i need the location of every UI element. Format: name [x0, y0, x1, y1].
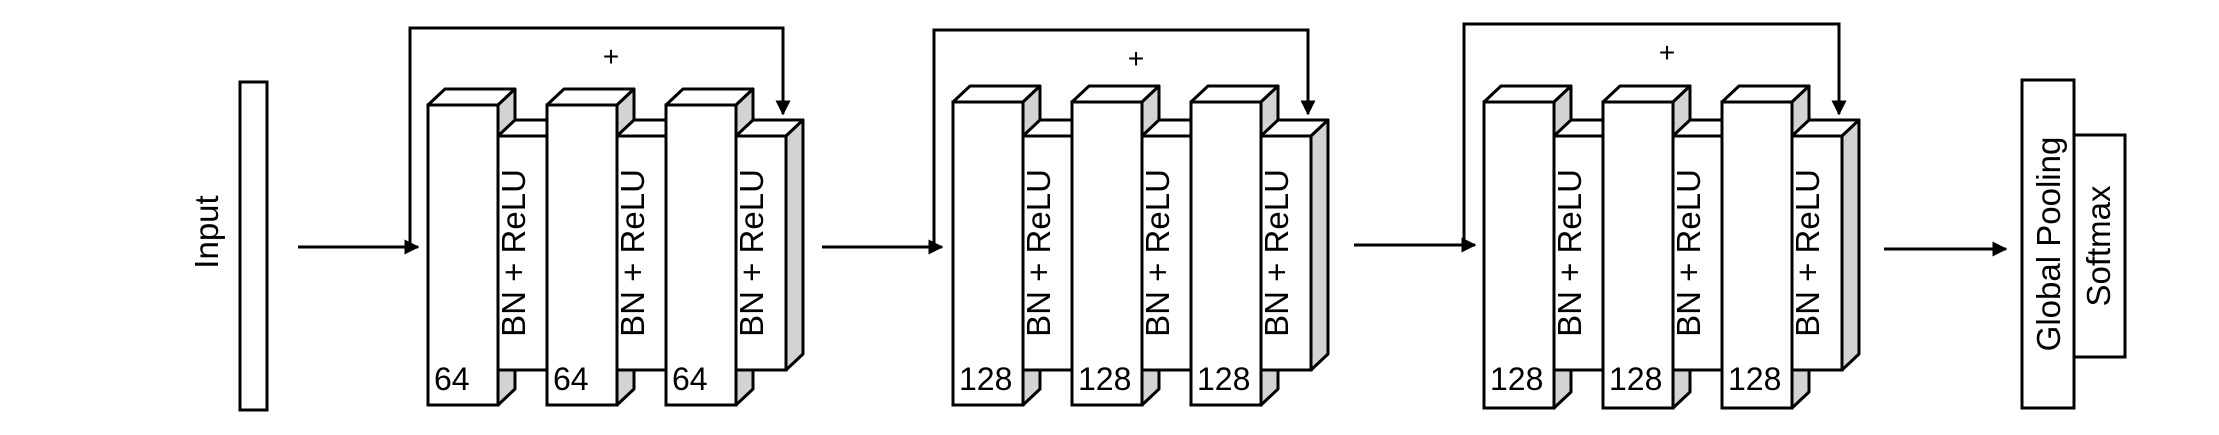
- bn-relu-label: BN + ReLU: [614, 169, 651, 337]
- skip-connection: [408, 26, 791, 248]
- bn-relu-label: BN + ReLU: [1670, 169, 1707, 337]
- skip-plus-label: +: [1128, 43, 1144, 74]
- filter-count-label: 128: [1197, 361, 1250, 397]
- global-pooling-box: [2020, 78, 2076, 410]
- input-label: Input: [188, 195, 225, 268]
- conv-layer: [426, 87, 517, 407]
- residual-block-1: 64 BN + ReLU 64 BN + ReLU 64 BN + ReLU +: [408, 26, 805, 407]
- bn-relu-label: BN + ReLU: [495, 169, 532, 337]
- bn-relu-label: BN + ReLU: [1020, 169, 1057, 337]
- bn-relu-label: BN + ReLU: [1789, 169, 1826, 337]
- bn-relu-label: BN + ReLU: [1258, 169, 1295, 337]
- softmax-label: Softmax: [2080, 185, 2117, 307]
- bn-relu-label: BN + ReLU: [1139, 169, 1176, 337]
- bn-relu-layer: [1259, 118, 1330, 372]
- filter-count-label: 64: [672, 361, 708, 397]
- filter-count-label: 128: [1490, 361, 1543, 397]
- filter-count-label: 128: [959, 361, 1012, 397]
- filter-count-label: 64: [434, 361, 470, 397]
- bn-relu-label: BN + ReLU: [733, 169, 770, 337]
- bn-relu-layer: [1790, 118, 1861, 372]
- global-pooling-label: Global Pooling: [2030, 137, 2067, 352]
- skip-plus-label: +: [1659, 37, 1675, 68]
- skip-connection: [932, 28, 1316, 250]
- conv-layer: [1482, 84, 1573, 410]
- bn-relu-layer: [734, 118, 805, 372]
- skip-plus-label: +: [603, 41, 619, 72]
- bn-relu-label: BN + ReLU: [1551, 169, 1588, 337]
- filter-count-label: 64: [553, 361, 589, 397]
- filter-count-label: 128: [1609, 361, 1662, 397]
- filter-count-label: 128: [1728, 361, 1781, 397]
- skip-connection: [1462, 22, 1847, 244]
- input-block: [238, 80, 269, 412]
- filter-count-label: 128: [1078, 361, 1131, 397]
